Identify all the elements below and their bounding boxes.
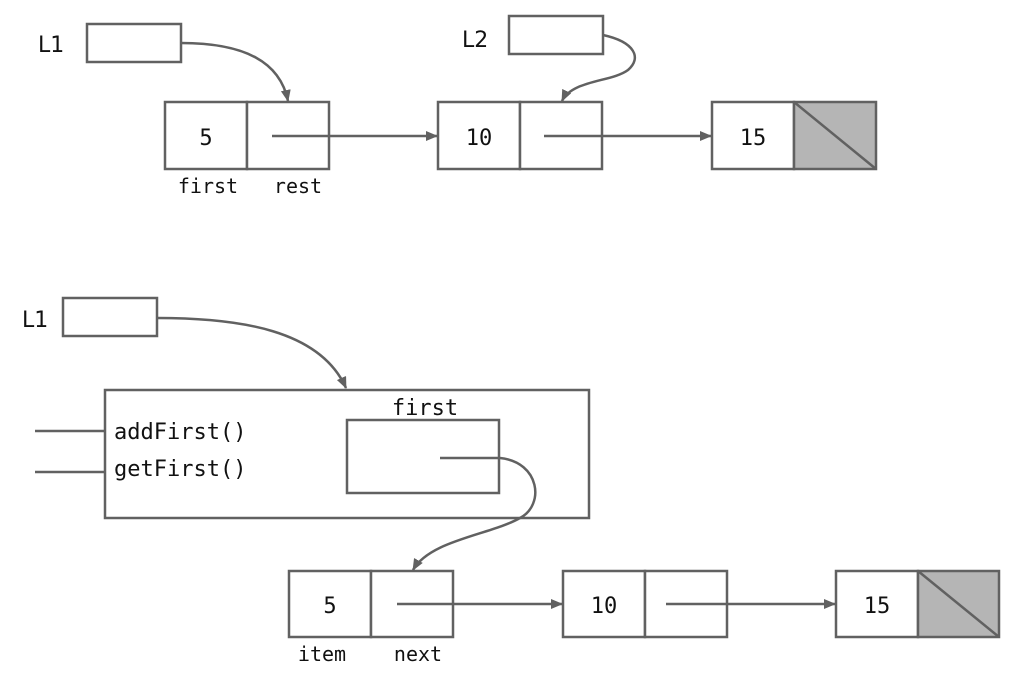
- top-node2-value: 10: [466, 126, 493, 151]
- arrow-l1-to-object: [156, 316, 348, 389]
- var-l1-box: [85, 22, 183, 64]
- null-slash: [793, 101, 877, 170]
- arrow-l2-to-node2: [560, 33, 637, 102]
- top-node3-value: 15: [740, 126, 767, 151]
- top-node1-first-cell: [163, 100, 249, 171]
- bottom-node1-value: 5: [323, 594, 336, 619]
- object-field-label: first: [392, 396, 458, 421]
- bottom-label-item: item: [298, 642, 346, 666]
- method-getfirst: getFirst(): [114, 457, 246, 482]
- bottom-label-next: next: [394, 642, 442, 666]
- var-l2-box: [507, 14, 605, 56]
- method-addfirst: addFirst(): [114, 420, 246, 445]
- null-slash: [917, 570, 1000, 638]
- top-label-rest: rest: [274, 174, 322, 198]
- var-l1-label-bottom: L1: [22, 308, 48, 333]
- object-field-box: [345, 418, 501, 495]
- bottom-node1-item-cell: [287, 569, 373, 639]
- bottom-node3-value: 15: [864, 594, 891, 619]
- top-node1-value: 5: [199, 126, 212, 151]
- top-diagram: L1 L2 5 10 15 first rest: [38, 14, 878, 198]
- var-l1-label: L1: [38, 33, 64, 58]
- arrow-l1-to-node1: [180, 41, 291, 102]
- bottom-diagram: L1 first addFirst() getFirst() 5 10 15 i…: [22, 296, 1001, 666]
- top-node2-first-cell: [436, 100, 522, 171]
- top-node3-first-cell: [710, 100, 796, 171]
- bottom-node3-item-cell: [834, 569, 920, 639]
- top-label-first: first: [178, 174, 238, 198]
- var-l2-label: L2: [462, 28, 488, 53]
- arrow-first-to-node1: [411, 456, 537, 571]
- bottom-node2-value: 10: [591, 594, 618, 619]
- bottom-node2-item-cell: [561, 569, 647, 639]
- var-l1-box-bottom: [61, 296, 159, 338]
